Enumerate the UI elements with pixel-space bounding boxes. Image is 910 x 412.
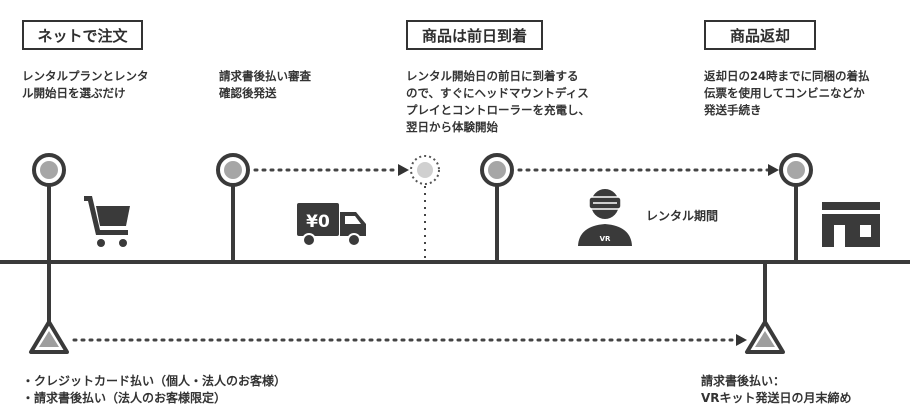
- truck-yen-label: ¥0: [306, 212, 330, 232]
- node-order-circle: [32, 153, 66, 187]
- triangle-payment-start: [29, 320, 69, 354]
- payment-methods: ・クレジットカード払い（個人・法人のお客様） ・請求書後払い（法人のお客様限定）: [22, 374, 287, 405]
- node-arrival-dotted-circle: [410, 155, 440, 185]
- truck-icon: ¥0: [297, 203, 366, 247]
- step-title-arrival: 商品は前日到着: [406, 20, 543, 50]
- arrow-ship-to-arrival: [253, 164, 409, 176]
- vr-badge: VR: [600, 235, 611, 243]
- step-desc-arrival: レンタル開始日の前日に到着する ので、すぐにヘッドマウントディス プレイとコント…: [406, 69, 590, 134]
- arrow-start-to-return: [517, 164, 779, 176]
- convenience-store-icon: [822, 202, 880, 247]
- step-desc-ship: 請求書後払い審査 確認後発送: [219, 69, 311, 100]
- step-desc-order: レンタルプランとレンタ ル開始日を選ぶだけ: [22, 69, 149, 100]
- step-desc-return: 返却日の24時までに同梱の着払 伝票を使用してコンビニなどか 発送手続き: [704, 69, 870, 117]
- node-ship-circle: [216, 153, 250, 187]
- vr-headset-person-icon: VR: [578, 189, 632, 246]
- step-title-order: ネットで注文: [22, 20, 143, 50]
- triangle-billing: [745, 320, 785, 354]
- step-title-return: 商品返却: [704, 20, 816, 50]
- node-return-circle: [779, 153, 813, 187]
- node-start-circle: [480, 153, 514, 187]
- cart-icon: [84, 196, 130, 247]
- billing-terms: 請求書後払い： VRキット発送日の月末締め: [701, 374, 852, 405]
- rental-period-label: レンタル期間: [646, 209, 719, 223]
- arrow-payment-to-billing: [72, 334, 747, 346]
